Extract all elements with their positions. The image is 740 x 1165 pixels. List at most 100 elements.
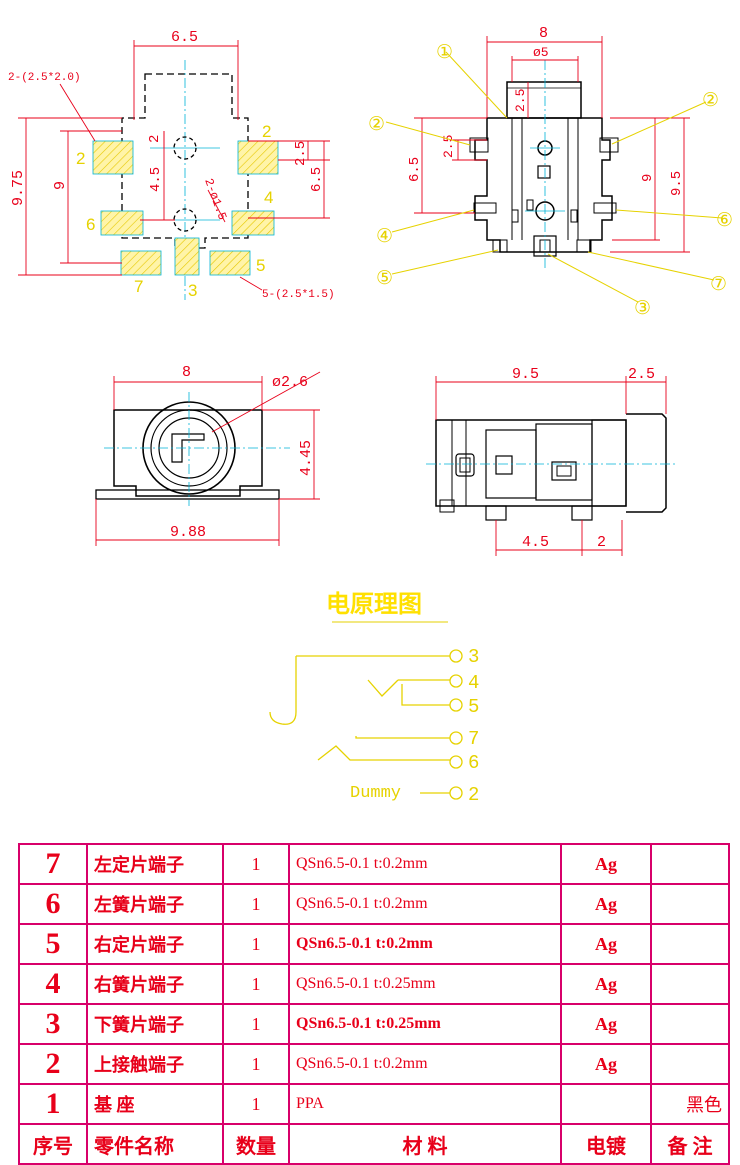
header-qty: 数量 bbox=[222, 1123, 290, 1165]
pad-label: 2 bbox=[262, 122, 271, 141]
bom-no: 2 bbox=[18, 1043, 88, 1085]
table-row: 1 基 座 1 PPA 黑色 bbox=[18, 1083, 730, 1125]
dim-front-base: 9.88 bbox=[170, 524, 206, 541]
header-name: 零件名称 bbox=[86, 1123, 224, 1165]
bom-name: 下簧片端子 bbox=[86, 1003, 224, 1045]
dim-profile-body: 9.5 bbox=[512, 366, 539, 383]
schematic-pin: 7 bbox=[468, 728, 479, 750]
table-row: 6 左簧片端子 1 QSn6.5-0.1 t:0.2mm Ag bbox=[18, 883, 730, 925]
dim-side-height: 6.5 bbox=[407, 157, 423, 182]
bom-name: 左簧片端子 bbox=[86, 883, 224, 925]
note-holes: 2-ø1.5 bbox=[201, 177, 229, 222]
table-header-row: 序号 零件名称 数量 材 料 电镀 备 注 bbox=[18, 1123, 730, 1165]
profile-view: 9.5 2.5 4.5 2 bbox=[426, 366, 676, 556]
schematic-pin: 3 bbox=[468, 646, 479, 668]
pad-6 bbox=[100, 210, 144, 236]
callout-3: ③ bbox=[634, 298, 651, 319]
schematic-pin: 4 bbox=[468, 672, 479, 694]
schematic-title: 电原理图 bbox=[326, 590, 422, 618]
bom-no: 6 bbox=[18, 883, 88, 925]
bom-note bbox=[650, 1003, 730, 1045]
bom-no: 3 bbox=[18, 1003, 88, 1045]
pad-3 bbox=[174, 237, 200, 276]
table-row: 3 下簧片端子 1 QSn6.5-0.1 t:0.25mm Ag bbox=[18, 1003, 730, 1045]
callout-5: ⑤ bbox=[376, 268, 393, 289]
table-row: 7 左定片端子 1 QSn6.5-0.1 t:0.2mm Ag bbox=[18, 843, 730, 885]
bom-material: QSn6.5-0.1 t:0.25mm bbox=[288, 1003, 562, 1045]
pad-7 bbox=[120, 250, 162, 276]
dim-front-width: 8 bbox=[182, 364, 191, 381]
callout-2-left: ② bbox=[368, 114, 385, 135]
bom-finish: Ag bbox=[560, 843, 652, 885]
technical-drawing: 2 2 6 4 7 3 5 bbox=[8, 25, 733, 806]
bom-finish: Ag bbox=[560, 963, 652, 1005]
table-row: 4 右簧片端子 1 QSn6.5-0.1 t:0.25mm Ag bbox=[18, 963, 730, 1005]
dim-side-top: 2.5 bbox=[513, 89, 528, 112]
dim-right-small: 2.5 bbox=[293, 141, 309, 166]
callout-2-right: ② bbox=[702, 90, 719, 111]
bom-note: 黑色 bbox=[650, 1083, 730, 1125]
bom-finish: Ag bbox=[560, 1043, 652, 1085]
dim-profile-nose: 2.5 bbox=[628, 366, 655, 383]
bom-qty: 1 bbox=[222, 1043, 290, 1085]
table-row: 5 右定片端子 1 QSn6.5-0.1 t:0.2mm Ag bbox=[18, 923, 730, 965]
schematic-dummy-label: Dummy bbox=[350, 784, 401, 803]
bom-finish bbox=[560, 1083, 652, 1125]
bom-note bbox=[650, 963, 730, 1005]
table-row: 2 上接触端子 1 QSn6.5-0.1 t:0.2mm Ag bbox=[18, 1043, 730, 1085]
dim-right-large: 6.5 bbox=[309, 167, 325, 192]
schematic: 电原理图 3 4 5 7 6 2 bbox=[269, 590, 479, 806]
schematic-pin: 6 bbox=[468, 752, 479, 774]
note-pad-small: 5-(2.5*1.5) bbox=[262, 289, 335, 301]
dim-side-hole: ø5 bbox=[533, 45, 549, 60]
pad-label: 2 bbox=[76, 149, 85, 168]
bom-material: QSn6.5-0.1 t:0.2mm bbox=[288, 923, 562, 965]
bom-note bbox=[650, 923, 730, 965]
header-note: 备 注 bbox=[650, 1123, 730, 1165]
header-no: 序号 bbox=[18, 1123, 88, 1165]
pad-4 bbox=[231, 210, 275, 236]
bom-name: 基 座 bbox=[86, 1083, 224, 1125]
bom-qty: 1 bbox=[222, 843, 290, 885]
pad-label: 3 bbox=[188, 281, 197, 300]
side-view: 8 ø5 2.5 2.5 6.5 9 9.5 ① ② ② ④ ⑤ ③ ⑦ ⑥ bbox=[368, 25, 733, 319]
dim-pad-spacing: 4.5 bbox=[148, 167, 164, 192]
bom-qty: 1 bbox=[222, 1083, 290, 1125]
bom-no: 7 bbox=[18, 843, 88, 885]
bom-note bbox=[650, 883, 730, 925]
bom-name: 右定片端子 bbox=[86, 923, 224, 965]
schematic-pin: 5 bbox=[468, 696, 479, 718]
bom-material: QSn6.5-0.1 t:0.25mm bbox=[288, 963, 562, 1005]
bom-qty: 1 bbox=[222, 883, 290, 925]
dim-side-inner: 9 bbox=[640, 174, 656, 182]
bom-material: QSn6.5-0.1 t:0.2mm bbox=[288, 843, 562, 885]
bom-name: 上接触端子 bbox=[86, 1043, 224, 1085]
bom-finish: Ag bbox=[560, 923, 652, 965]
callout-4: ④ bbox=[376, 226, 393, 247]
bom-table: 7 左定片端子 1 QSn6.5-0.1 t:0.2mm Ag 6 左簧片端子 … bbox=[18, 843, 730, 1165]
bom-finish: Ag bbox=[560, 883, 652, 925]
header-material: 材 料 bbox=[288, 1123, 562, 1165]
header-finish: 电镀 bbox=[560, 1123, 652, 1165]
callout-7: ⑦ bbox=[710, 274, 727, 295]
footprint-view: 2 2 6 4 7 3 5 bbox=[8, 29, 335, 301]
mount-hole-bottom bbox=[173, 208, 197, 232]
mount-hole-top bbox=[173, 136, 197, 160]
bom-qty: 1 bbox=[222, 1003, 290, 1045]
dim-profile-pin-spacing: 4.5 bbox=[522, 534, 549, 551]
pad-2-right bbox=[237, 140, 279, 175]
dim-side-outer: 9.5 bbox=[669, 171, 685, 196]
bom-name: 左定片端子 bbox=[86, 843, 224, 885]
dim-footprint-width: 6.5 bbox=[171, 29, 198, 46]
callout-6: ⑥ bbox=[716, 210, 733, 231]
pad-5 bbox=[209, 250, 251, 276]
dim-profile-pin-offset: 2 bbox=[597, 534, 606, 551]
bom-note bbox=[650, 843, 730, 885]
pad-label: 5 bbox=[256, 256, 265, 275]
dim-side-width: 8 bbox=[539, 25, 548, 42]
pad-2-left bbox=[92, 140, 134, 175]
bom-qty: 1 bbox=[222, 923, 290, 965]
dim-footprint-inner: 9 bbox=[52, 181, 69, 190]
bom-note bbox=[650, 1043, 730, 1085]
bom-no: 1 bbox=[18, 1083, 88, 1125]
